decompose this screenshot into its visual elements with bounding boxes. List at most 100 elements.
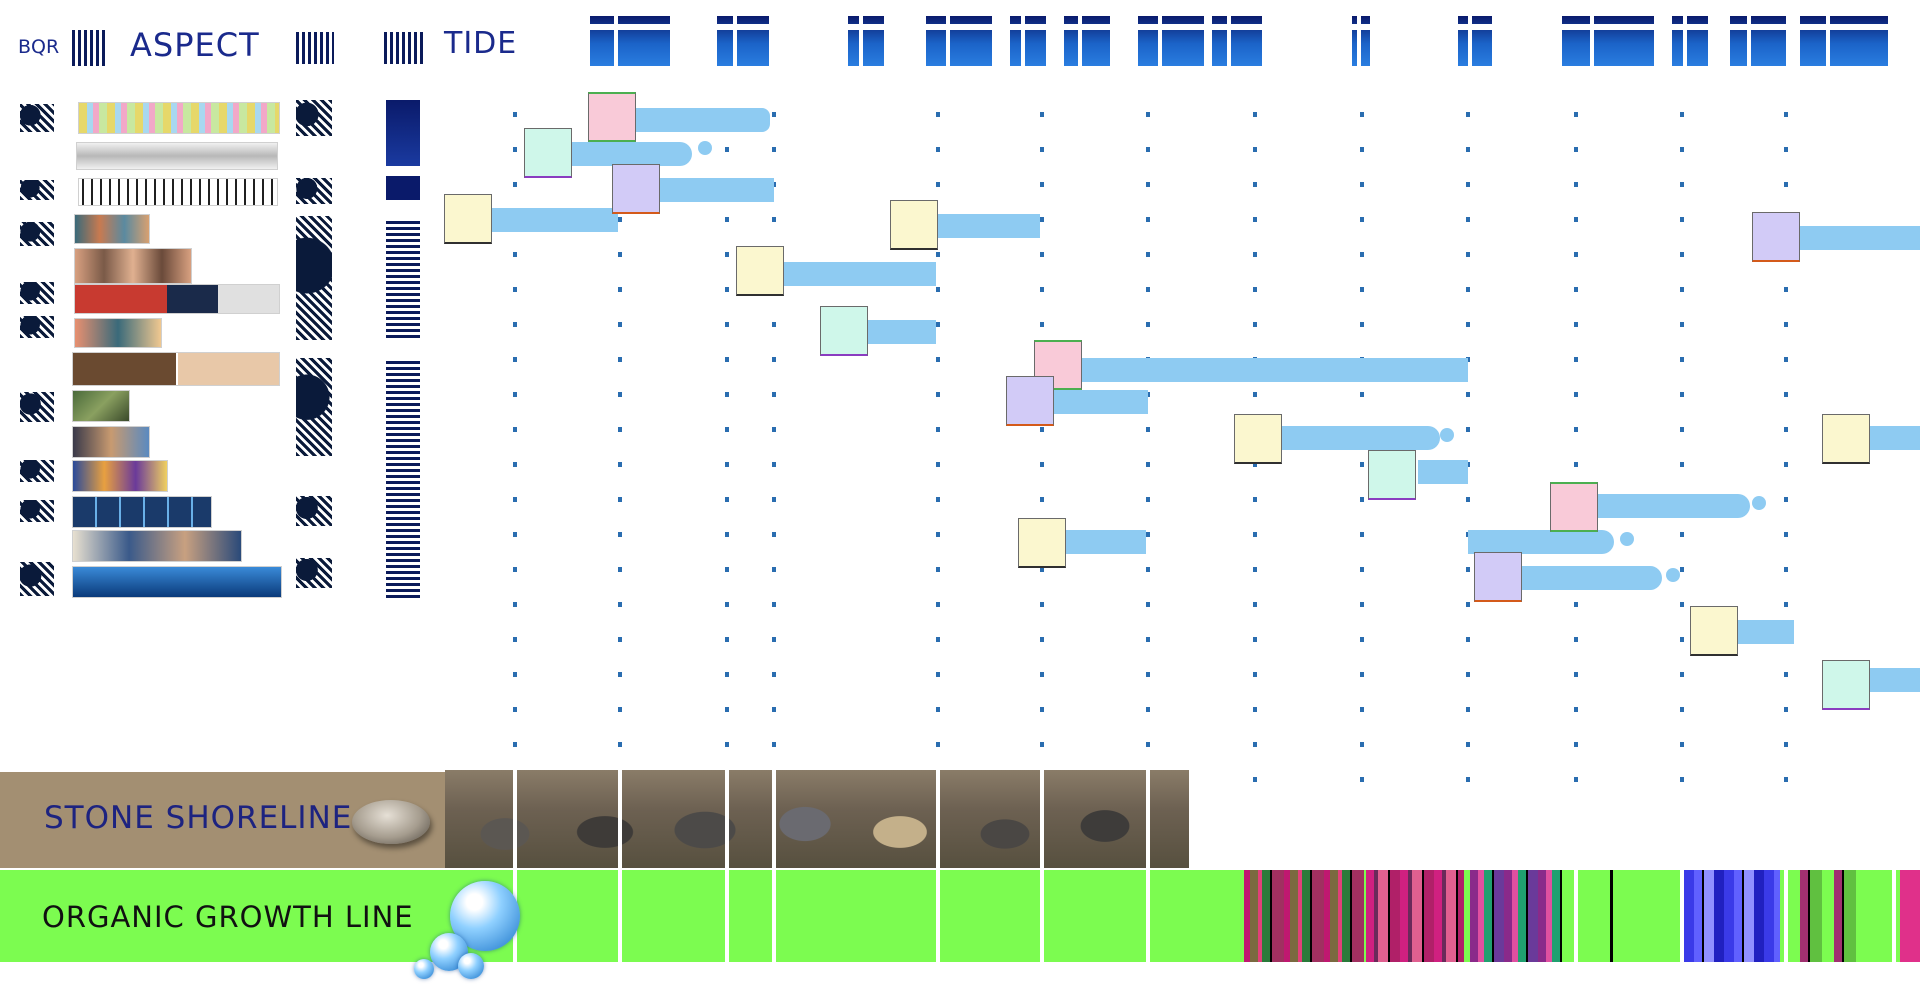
row-handle-icon[interactable] <box>20 282 54 304</box>
timeline-header-cell[interactable] <box>1212 16 1262 66</box>
color-stripe <box>1366 870 1464 962</box>
row-thumbnail[interactable] <box>78 178 278 206</box>
sort-icon[interactable] <box>296 32 334 64</box>
bar-end-handle[interactable] <box>698 141 712 155</box>
row-thumbnail[interactable] <box>74 318 162 348</box>
duration-bar[interactable] <box>492 208 618 232</box>
event-node[interactable] <box>612 164 660 214</box>
event-node[interactable] <box>1018 518 1066 568</box>
duration-bar[interactable] <box>1522 566 1662 590</box>
event-node[interactable] <box>1034 340 1082 390</box>
organic-growth-band[interactable]: ORGANIC GROWTH LINE <box>0 870 1920 962</box>
color-stripe <box>1684 870 1780 962</box>
duration-bar[interactable] <box>868 320 936 344</box>
color-stripe <box>1244 870 1364 962</box>
duration-bar[interactable] <box>1870 668 1920 692</box>
duration-bar[interactable] <box>1736 620 1794 644</box>
duration-bar[interactable] <box>1468 530 1614 554</box>
row-handle-icon[interactable] <box>20 316 54 338</box>
event-node[interactable] <box>1006 376 1054 426</box>
row-thumbnail[interactable] <box>76 142 278 170</box>
duration-bar[interactable] <box>1066 530 1146 554</box>
duration-bar[interactable] <box>1870 426 1920 450</box>
organic-growth-label: ORGANIC GROWTH LINE <box>42 900 414 934</box>
grid-icon[interactable] <box>72 30 108 66</box>
timeline-header-cell[interactable] <box>1458 16 1492 66</box>
event-node[interactable] <box>1234 414 1282 464</box>
event-node[interactable] <box>524 128 572 178</box>
row-handle-icon[interactable] <box>20 104 54 132</box>
grid-line <box>1680 112 1684 782</box>
timeline-header-cell[interactable] <box>1064 16 1110 66</box>
timeline-header-cell[interactable] <box>1730 16 1786 66</box>
row-thumbnail[interactable] <box>72 426 150 458</box>
event-node[interactable] <box>588 92 636 142</box>
row-thumbnail[interactable] <box>78 102 280 134</box>
duration-bar[interactable] <box>1418 460 1468 484</box>
row-handle-icon[interactable] <box>20 500 54 522</box>
row-thumbnail[interactable] <box>72 566 282 598</box>
row-handle-icon[interactable] <box>20 392 54 422</box>
bar-end-handle[interactable] <box>1620 532 1634 546</box>
event-node[interactable] <box>1474 552 1522 602</box>
band-divider <box>772 768 776 964</box>
bar-end-handle[interactable] <box>1440 428 1454 442</box>
row-thumbnail[interactable] <box>74 214 150 244</box>
timeline-header-cell[interactable] <box>1562 16 1654 66</box>
tide-column-header[interactable]: TIDE <box>444 26 518 61</box>
timeline-header-cell[interactable] <box>926 16 992 66</box>
duration-bar[interactable] <box>1596 494 1750 518</box>
bubbles-icon <box>410 875 530 985</box>
row-handle-icon[interactable] <box>20 222 54 246</box>
timeline-header-cell[interactable] <box>1352 16 1370 66</box>
event-node[interactable] <box>1752 212 1800 262</box>
aspect-column-header[interactable]: ASPECT <box>130 26 260 64</box>
bar-end-handle[interactable] <box>1666 568 1680 582</box>
event-node[interactable] <box>1550 482 1598 532</box>
timeline-header-cell[interactable] <box>1800 16 1888 66</box>
row-thumbnail[interactable] <box>72 530 242 562</box>
event-node[interactable] <box>1822 660 1870 710</box>
row-handle-icon[interactable] <box>20 460 54 482</box>
row-thumbnail[interactable] <box>74 284 280 314</box>
event-node[interactable] <box>1368 450 1416 500</box>
event-node[interactable] <box>1822 414 1870 464</box>
row-thumbnail[interactable] <box>72 496 212 528</box>
duration-bar[interactable] <box>784 262 936 286</box>
timeline-header-cell[interactable] <box>848 16 884 66</box>
timeline-header-cell[interactable] <box>1672 16 1708 66</box>
duration-bar[interactable] <box>660 178 774 202</box>
row-handle-icon[interactable] <box>20 562 54 596</box>
timeline-header-cell[interactable] <box>590 16 670 66</box>
band-divider <box>1574 870 1578 964</box>
event-node[interactable] <box>444 194 492 244</box>
row-thumbnail[interactable] <box>72 352 280 386</box>
duration-bar[interactable] <box>1282 426 1440 450</box>
band-divider <box>1040 768 1044 964</box>
duration-bar[interactable] <box>1082 358 1468 382</box>
band-divider <box>1784 870 1788 964</box>
timeline-header-cell[interactable] <box>717 16 769 66</box>
timeline-header-cell[interactable] <box>1138 16 1204 66</box>
event-node[interactable] <box>890 200 938 250</box>
duration-bar[interactable] <box>938 214 1040 238</box>
duration-bar[interactable] <box>1054 390 1148 414</box>
aspect-marker-icon <box>296 496 332 526</box>
duration-bar[interactable] <box>636 108 770 132</box>
row-thumbnail[interactable] <box>72 460 168 492</box>
timeline-header-cell[interactable] <box>1010 16 1046 66</box>
stone-shoreline-image <box>445 770 1189 868</box>
bar-end-handle[interactable] <box>1752 496 1766 510</box>
duration-bar[interactable] <box>572 142 692 166</box>
band-divider <box>1892 870 1896 964</box>
duration-bar[interactable] <box>1800 226 1920 250</box>
row-thumbnail[interactable] <box>74 248 192 284</box>
row-thumbnail[interactable] <box>72 390 130 422</box>
row-handle-icon[interactable] <box>20 180 54 200</box>
event-node[interactable] <box>820 306 868 356</box>
event-node[interactable] <box>736 246 784 296</box>
event-node[interactable] <box>1690 606 1738 656</box>
aspect-marker-icon <box>296 216 332 340</box>
filter-icon[interactable] <box>384 32 424 64</box>
stone-shoreline-band[interactable]: STONE SHORELINE <box>0 772 445 868</box>
